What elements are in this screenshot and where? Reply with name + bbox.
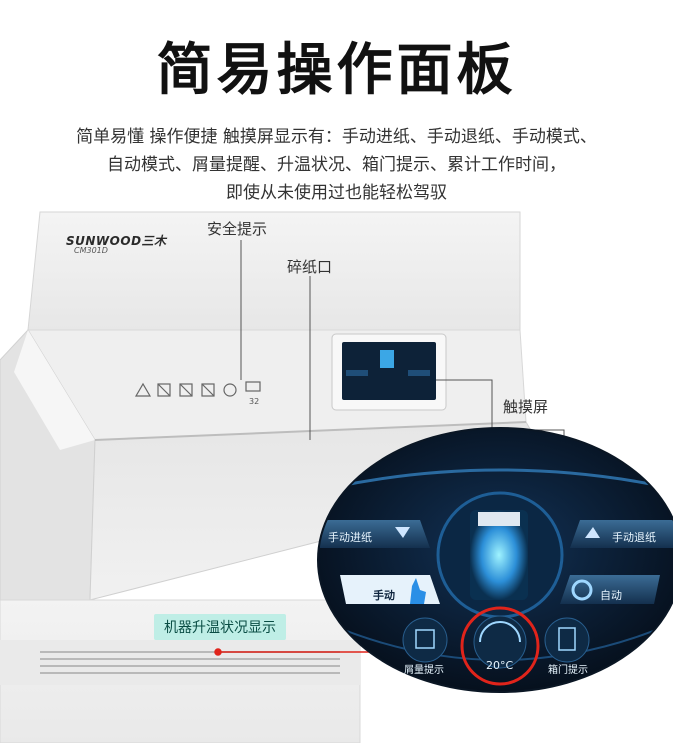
callout-temp: 机器升温状况显示 — [154, 614, 286, 640]
warning-triangle-icon — [134, 382, 152, 397]
manual-mode-button: 手动 — [373, 589, 395, 602]
page-title: 简易操作面板 — [156, 38, 517, 103]
door-reminder-icon — [544, 617, 590, 663]
warning-code: 32 — [249, 397, 259, 406]
warning-icons — [134, 381, 261, 397]
callout-slot: 碎纸口 — [287, 258, 333, 276]
hand-pointer-icon — [410, 578, 426, 604]
bin-reminder-icon — [402, 617, 448, 663]
shredder-bin-icon — [470, 510, 528, 600]
description-line-2: 自动模式、屑量提醒、升温状况、箱门提示、累计工作时间， — [107, 155, 566, 175]
manual-reverse-button-bg — [570, 520, 673, 548]
temp-highlight-circle — [460, 606, 540, 686]
temperature-readout: 20°C — [486, 659, 514, 672]
brand-logo: SUNWOOD三木 — [66, 234, 167, 248]
feed-arrow-icon — [395, 527, 410, 538]
auto-mode-button: 自动 — [600, 589, 622, 602]
no-tie-icon — [179, 383, 193, 397]
no-hand-icon — [157, 383, 171, 397]
bin-reminder-label: 屑量提示 — [404, 665, 444, 676]
paper-capacity-icon — [245, 381, 261, 392]
touch-ui-zoom — [318, 428, 673, 692]
description-line-1: 简单易懂 操作便捷 触摸屏显示有：手动进纸、手动退纸、手动模式、 — [76, 127, 597, 147]
callout-touch: 触摸屏 — [503, 398, 549, 416]
temperature-icon — [473, 615, 527, 669]
no-child-icon — [223, 383, 237, 397]
callout-safety: 安全提示 — [207, 220, 268, 238]
reverse-arrow-icon — [585, 527, 600, 538]
door-reminder-label: 箱门提示 — [548, 665, 588, 676]
manual-feed-button: 手动进纸 — [328, 531, 372, 544]
model-number: CM301D — [74, 246, 108, 255]
manual-reverse-button: 手动退纸 — [612, 531, 656, 544]
description-line-3: 即使从未使用过也能轻松驾驭 — [226, 183, 447, 203]
gear-icon — [571, 579, 593, 601]
no-hair-icon — [201, 383, 215, 397]
